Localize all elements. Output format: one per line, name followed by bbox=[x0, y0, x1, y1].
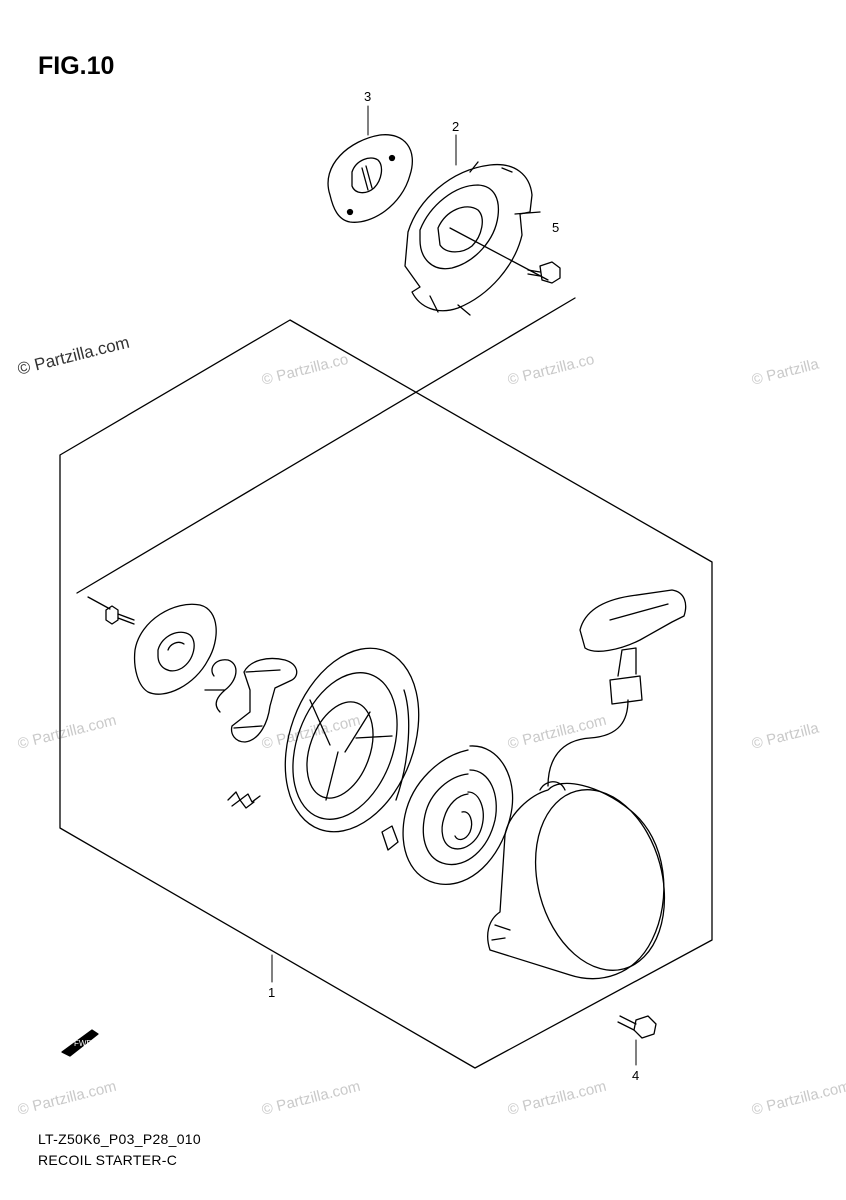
callout-5: 5 bbox=[552, 220, 559, 235]
assembly-outline bbox=[59, 297, 713, 1069]
fwd-arrow: FWD bbox=[61, 1029, 99, 1057]
callout-2: 2 bbox=[452, 119, 459, 134]
figure-title: FIG.10 bbox=[38, 52, 115, 80]
small-spring bbox=[227, 791, 261, 809]
section-name: RECOIL STARTER-C bbox=[38, 1152, 178, 1168]
starter-pulley bbox=[327, 134, 413, 223]
fwd-label: FWD bbox=[74, 1039, 92, 1048]
cover-plate bbox=[133, 603, 217, 695]
callout-4: 4 bbox=[632, 1068, 639, 1083]
recoil-spring bbox=[381, 745, 514, 885]
starter-drive-plate bbox=[404, 161, 549, 316]
callouts bbox=[271, 105, 637, 1066]
callout-3: 3 bbox=[364, 89, 371, 104]
left-bolt bbox=[105, 605, 135, 625]
reel-pulley bbox=[284, 647, 420, 833]
spring-clip bbox=[204, 659, 237, 713]
pulley-bolt bbox=[527, 261, 561, 284]
callout-1: 1 bbox=[268, 985, 275, 1000]
starter-case bbox=[487, 781, 666, 980]
rope-handle bbox=[547, 589, 687, 787]
ratchet-pawl bbox=[230, 657, 298, 743]
model-code: LT-Z50K6_P03_P28_010 bbox=[38, 1131, 201, 1147]
mounting-bolt bbox=[617, 1015, 657, 1039]
